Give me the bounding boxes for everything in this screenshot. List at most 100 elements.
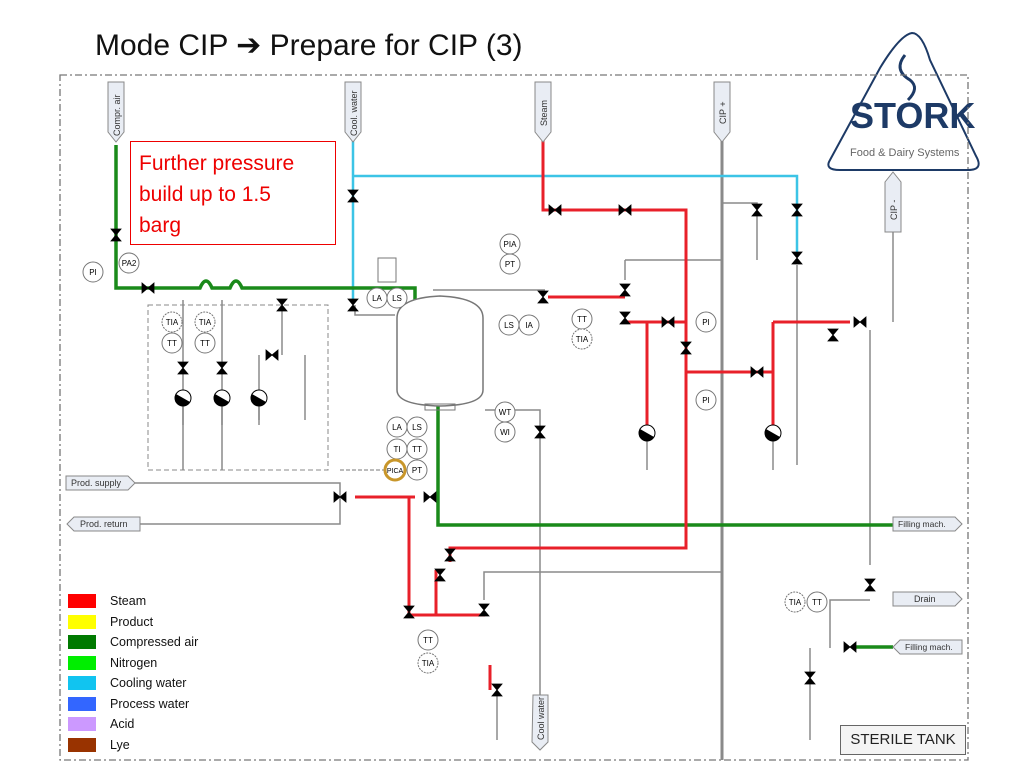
instrument-TT: TT: [161, 332, 183, 354]
valve-icon: [265, 349, 279, 361]
svg-text:Cool. water: Cool. water: [349, 90, 359, 136]
instrument-TT: TT: [806, 591, 828, 613]
valve-icon: [804, 671, 816, 685]
svg-text:Compr. air: Compr. air: [112, 94, 122, 136]
svg-text:PI: PI: [702, 396, 710, 405]
svg-text:TI: TI: [393, 445, 400, 454]
tag-filling-mach-1: Filling mach.: [892, 516, 963, 532]
legend-item-acid: Acid: [68, 714, 198, 735]
svg-text:PICA: PICA: [387, 468, 404, 475]
instrument-PI: PI: [82, 261, 104, 283]
svg-text:Drain: Drain: [914, 594, 936, 604]
compressed-air-lines: [114, 145, 893, 649]
pump-icon: [250, 389, 268, 407]
legend-swatch: [68, 614, 96, 629]
valve-icon: [434, 568, 446, 582]
valve-icon: [141, 282, 155, 294]
steam-lines: [355, 140, 850, 690]
tag-cool-water-top: Cool. water: [344, 81, 362, 143]
legend-item-cooling-water: Cooling water: [68, 673, 198, 694]
tag-steam: Steam: [534, 81, 552, 143]
svg-text:TT: TT: [812, 598, 822, 607]
svg-text:Prod. supply: Prod. supply: [71, 478, 122, 488]
valve-icon: [347, 189, 359, 203]
instrument-PICA-highlighted: PICA: [383, 458, 407, 482]
svg-text:Filling mach.: Filling mach.: [898, 519, 946, 529]
cooling-water-lines: [351, 140, 799, 300]
instrument-LS: LS: [498, 314, 520, 336]
dashed-subsystem: [147, 304, 329, 471]
logo-wordmark: STORK: [850, 95, 975, 136]
tag-drain: Drain: [892, 591, 963, 607]
svg-text:TIA: TIA: [576, 335, 589, 344]
sterile-tank-vessel: [377, 257, 484, 411]
valves: [110, 189, 876, 697]
svg-text:PIA: PIA: [504, 240, 518, 249]
svg-text:TIA: TIA: [166, 318, 179, 327]
pump-icon: [764, 424, 782, 442]
svg-text:Cool water: Cool water: [536, 697, 546, 740]
pumps: [174, 389, 782, 442]
instrument-TIA: TIA: [784, 591, 806, 613]
slide-title: Mode CIP ➔ Prepare for CIP (3): [95, 29, 523, 62]
svg-text:Filling mach.: Filling mach.: [905, 642, 953, 652]
pump-icon: [638, 424, 656, 442]
valve-icon: [843, 641, 857, 653]
valve-icon: [750, 366, 764, 378]
legend-swatch: [68, 696, 96, 711]
svg-text:CIP +: CIP +: [718, 101, 728, 124]
valve-icon: [619, 311, 631, 325]
instrument-WI: WI: [494, 421, 516, 443]
tag-cip-plus: CIP +: [713, 81, 731, 143]
valve-icon: [618, 204, 632, 216]
svg-text:PT: PT: [505, 260, 515, 269]
valve-icon: [333, 491, 347, 503]
valve-icon: [680, 341, 692, 355]
valve-icon: [791, 251, 803, 265]
svg-text:PI: PI: [89, 268, 97, 277]
tag-prod-supply: Prod. supply: [65, 475, 136, 491]
legend-swatch: [68, 594, 96, 609]
instrument-PT: PT: [499, 253, 521, 275]
svg-text:Steam: Steam: [539, 100, 549, 126]
diagram-frame: [59, 74, 969, 761]
instrument-TIA: TIA: [161, 311, 183, 333]
svg-text:PI: PI: [702, 318, 710, 327]
svg-text:LS: LS: [392, 294, 402, 303]
valve-icon: [864, 578, 876, 592]
valve-icon: [444, 548, 456, 562]
legend-item-product: Product: [68, 612, 198, 633]
svg-text:WI: WI: [500, 428, 510, 437]
svg-text:LS: LS: [412, 423, 422, 432]
pump-icon: [213, 389, 231, 407]
logo-subtitle: Food & Dairy Systems: [850, 147, 960, 159]
legend-swatch: [68, 676, 96, 691]
valve-icon: [661, 316, 675, 328]
instrument-PIA: PIA: [499, 233, 521, 255]
svg-text:IA: IA: [525, 321, 533, 330]
instrument-PI: PI: [695, 311, 717, 333]
valve-icon: [491, 683, 503, 697]
valve-icon: [534, 425, 546, 439]
valve-icon: [537, 290, 549, 304]
svg-text:CIP -: CIP -: [889, 200, 899, 220]
valve-icon: [276, 298, 288, 312]
tag-cool-water-bottom: Cool water: [531, 694, 549, 751]
instrument-TIA: TIA: [417, 652, 439, 674]
instrument-TT: TT: [194, 332, 216, 354]
stork-logo-mark: STORK: [827, 31, 980, 171]
valve-icon: [423, 491, 437, 503]
tag-prod-return: Prod. return: [66, 516, 141, 532]
svg-text:TT: TT: [167, 339, 177, 348]
tag-cip-minus: CIP -: [884, 171, 902, 233]
callout-line: build up to 1.5: [139, 183, 271, 206]
svg-text:LA: LA: [392, 423, 402, 432]
instrument-LA: LA: [386, 416, 408, 438]
instrument-TIA: TIA: [194, 311, 216, 333]
instrument-TI: TI: [386, 438, 408, 460]
svg-text:TIA: TIA: [199, 318, 212, 327]
instrument-LS: LS: [406, 416, 428, 438]
callout-line: barg: [139, 214, 182, 237]
instrument-LS: LS: [386, 287, 408, 309]
